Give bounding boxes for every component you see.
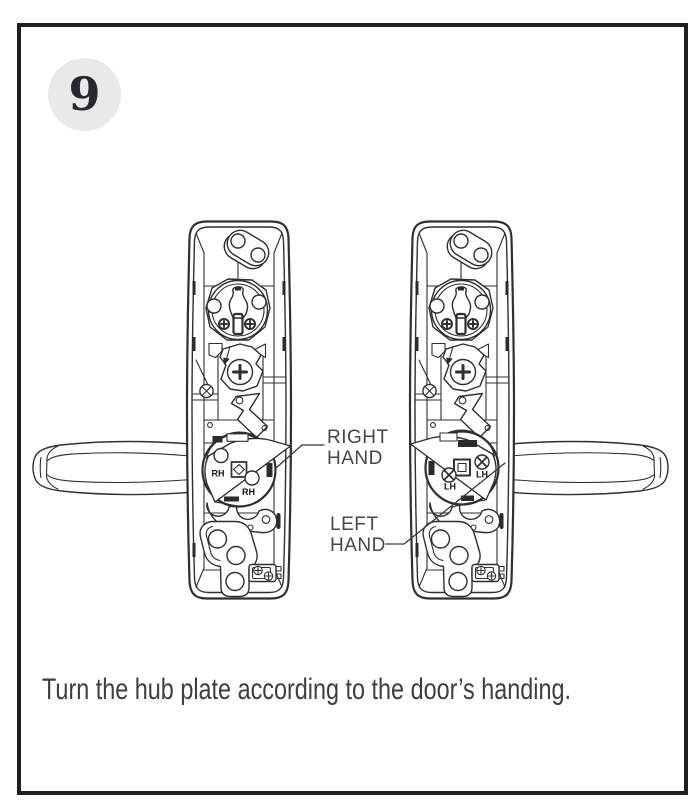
left-lock-drawing: RH RH (32, 220, 293, 600)
right-hub-plate: LH LH (409, 429, 500, 506)
hub-marking-lh-2: LH (476, 470, 488, 480)
left-hand-leader-line (385, 462, 506, 545)
right-hand-leader-line (275, 444, 325, 469)
page-frame (17, 23, 688, 795)
left-hand-label-group: LEFT HAND (330, 462, 506, 556)
left-hand-label-line1: LEFT (330, 514, 378, 535)
right-hand-label-group: RIGHT HAND (275, 427, 389, 469)
hub-marking-rh-1: RH (212, 469, 225, 479)
right-lever-handle (509, 440, 669, 496)
caption-text: Turn the hub plate according to the door… (42, 673, 572, 706)
step-number: 9 (68, 66, 101, 121)
left-lever-handle (32, 440, 192, 496)
right-lock-drawing: LH LH (408, 220, 669, 600)
left-hand-label-line2: HAND (330, 535, 386, 556)
right-escutcheon-plate (408, 220, 516, 600)
hub-marking-lh-1: LH (444, 482, 456, 492)
right-hand-label-line1: RIGHT (327, 427, 389, 448)
hub-marking-rh-2: RH (242, 487, 255, 497)
left-hub-plate: RH RH (201, 431, 292, 508)
left-escutcheon-plate (185, 220, 293, 600)
right-hand-label-line2: HAND (327, 448, 383, 469)
step-badge: 9 (48, 58, 121, 131)
